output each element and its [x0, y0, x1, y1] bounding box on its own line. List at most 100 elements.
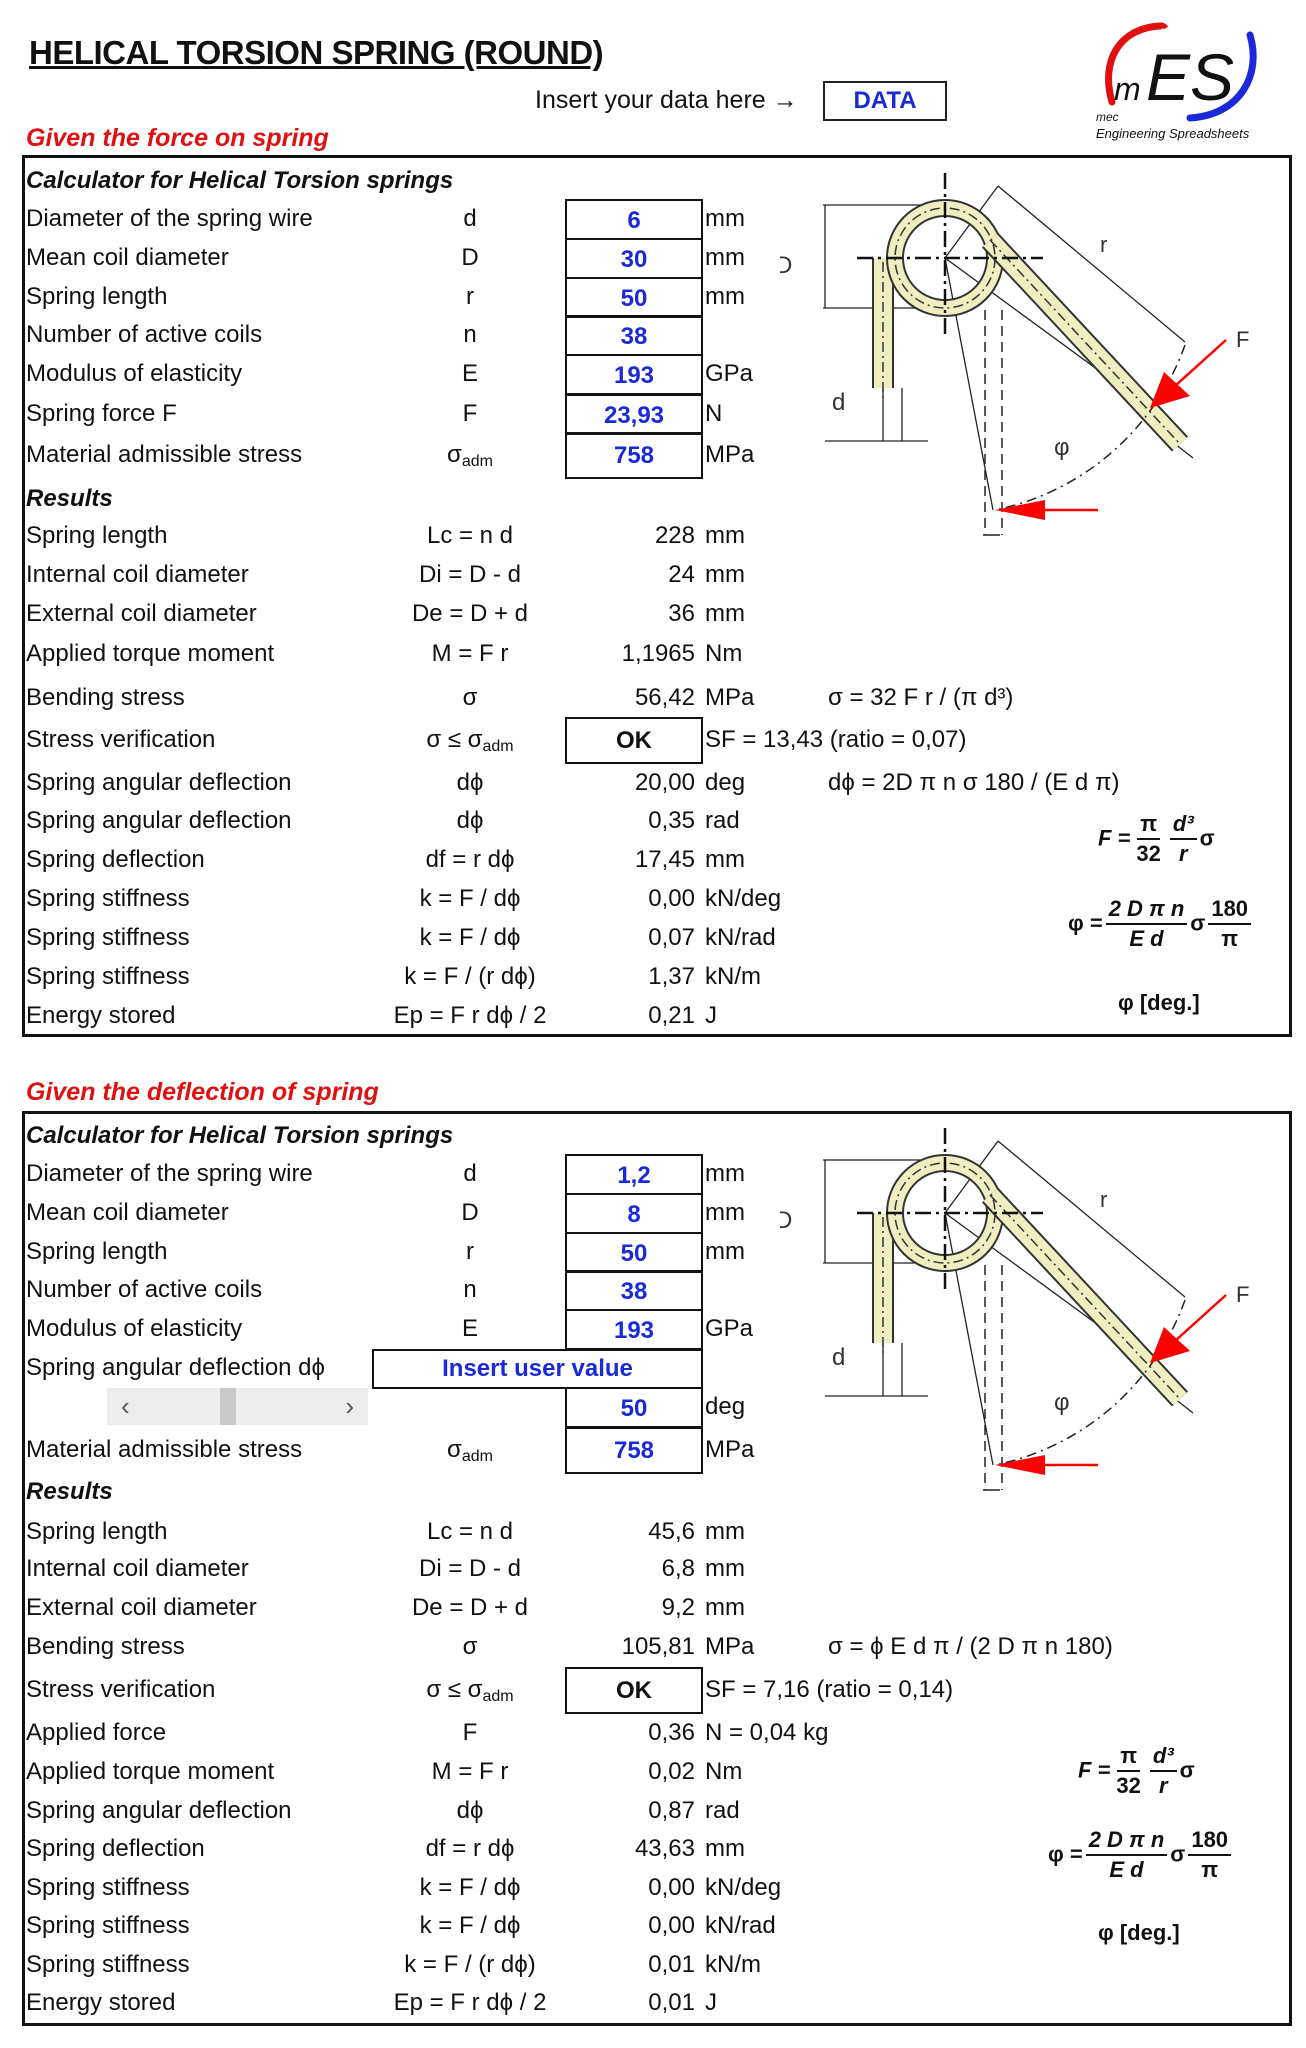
- result-unit: mm: [705, 1594, 745, 1621]
- input-value-field[interactable]: 38: [565, 315, 703, 356]
- symbol: k = F / (r dϕ): [370, 957, 570, 996]
- results-title: Results: [0, 1472, 1306, 1511]
- input-value-field[interactable]: 758: [565, 1427, 703, 1474]
- symbol-text: M = F r: [431, 640, 509, 667]
- result-value: 0,00: [648, 1912, 695, 1939]
- stress-ok-badge: OK: [565, 1667, 703, 1714]
- input-value-field[interactable]: 193: [565, 1309, 703, 1350]
- result-label: Spring deflection: [26, 1835, 205, 1862]
- symbol: d: [370, 1154, 570, 1193]
- input-value-field[interactable]: 50: [565, 1387, 703, 1428]
- input-value-field[interactable]: 6: [565, 199, 703, 240]
- result-value: 0,00: [648, 1874, 695, 1901]
- symbol-text: k = F / dϕ: [419, 924, 521, 951]
- input-value-field[interactable]: 23,93: [565, 394, 703, 435]
- input-value-field[interactable]: 1,2: [565, 1154, 703, 1195]
- input-row: Spring angular deflection dϕ: [0, 1348, 1306, 1387]
- insert-user-value-field[interactable]: Insert user value: [372, 1349, 703, 1389]
- result-value: 0,07: [648, 924, 695, 951]
- scroll-left-arrow-icon[interactable]: ‹: [121, 1391, 130, 1421]
- symbol: Ep = F r dϕ / 2: [370, 996, 570, 1035]
- symbol-text: D: [461, 1199, 479, 1226]
- symbol: M = F r: [370, 634, 570, 673]
- label-D: D: [780, 1207, 792, 1234]
- scroll-right-arrow-icon[interactable]: ›: [345, 1391, 354, 1421]
- result-label: Applied force: [26, 1719, 167, 1746]
- symbol-text: df = r dϕ: [425, 1835, 515, 1862]
- logo-red-tip: [1152, 22, 1169, 31]
- data-button[interactable]: DATA: [823, 81, 947, 121]
- result-value: 43,63: [634, 1835, 695, 1862]
- symbol-text: D: [461, 244, 479, 271]
- result-label: Stress verification: [26, 1676, 216, 1703]
- input-value-field[interactable]: 193: [565, 354, 703, 395]
- symbol: r: [370, 1232, 570, 1271]
- input-value-field[interactable]: 8: [565, 1193, 703, 1234]
- symbol: n: [370, 315, 570, 354]
- result-unit: mm: [705, 1555, 745, 1582]
- input-unit: mm: [705, 205, 745, 232]
- symbol-text: M = F r: [431, 1758, 509, 1785]
- result-label: Spring angular deflection: [26, 1797, 292, 1824]
- result-label: Spring angular deflection: [26, 769, 292, 796]
- result-label: Applied torque moment: [26, 1758, 275, 1785]
- page-title: HELICAL TORSION SPRING (ROUND): [29, 34, 604, 71]
- symbol: F: [370, 394, 570, 433]
- symbol: σadm: [370, 435, 570, 481]
- symbol: k = F / dϕ: [370, 879, 570, 918]
- result-unit: rad: [705, 807, 740, 834]
- symbol: De = D + d: [370, 1588, 570, 1627]
- result-label: Stress verification: [26, 726, 216, 753]
- input-value-field[interactable]: 50: [565, 277, 703, 318]
- result-unit: Nm: [705, 640, 743, 667]
- symbol-text: k = F / dϕ: [419, 1874, 521, 1901]
- symbol-text: σ: [462, 684, 478, 711]
- insert-data-hint: Insert your data here →: [535, 86, 798, 114]
- result-value: 228: [654, 522, 695, 549]
- input-label: Material admissible stress: [26, 441, 303, 468]
- slider-thumb[interactable]: [220, 1388, 237, 1425]
- input-value-field[interactable]: 758: [565, 432, 703, 479]
- result-label: Bending stress: [26, 684, 185, 711]
- logo-blue-arc: [1186, 31, 1257, 122]
- symbol: dϕ: [370, 763, 570, 802]
- symbol: E: [370, 1309, 570, 1348]
- input-value-field[interactable]: 30: [565, 238, 703, 279]
- result-value: 1,1965: [621, 640, 695, 667]
- result-unit: J: [705, 1002, 717, 1029]
- input-value-field[interactable]: 38: [565, 1270, 703, 1311]
- result-unit: kN/rad: [705, 1912, 776, 1939]
- result-label: Energy stored: [26, 1989, 176, 2016]
- label-phi: φ: [1054, 434, 1070, 461]
- result-unit: kN/m: [705, 1951, 761, 1978]
- symbol: σ: [370, 1627, 570, 1666]
- symbol-text: k = F / dϕ: [419, 885, 521, 912]
- calculator-title: Calculator for Helical Torsion springs: [0, 161, 1306, 200]
- input-value-field[interactable]: 50: [565, 1232, 703, 1273]
- result-label: Spring stiffness: [26, 963, 190, 990]
- symbol-text: Ep = F r dϕ / 2: [393, 1002, 547, 1029]
- symbol: d: [370, 199, 570, 238]
- results-title-text: Results: [26, 485, 113, 512]
- result-value: 24: [668, 561, 695, 588]
- input-unit: mm: [705, 244, 745, 271]
- deflection-slider[interactable]: ‹ ›: [107, 1388, 368, 1425]
- input-label: Spring length: [26, 283, 168, 310]
- input-label: Number of active coils: [26, 321, 263, 348]
